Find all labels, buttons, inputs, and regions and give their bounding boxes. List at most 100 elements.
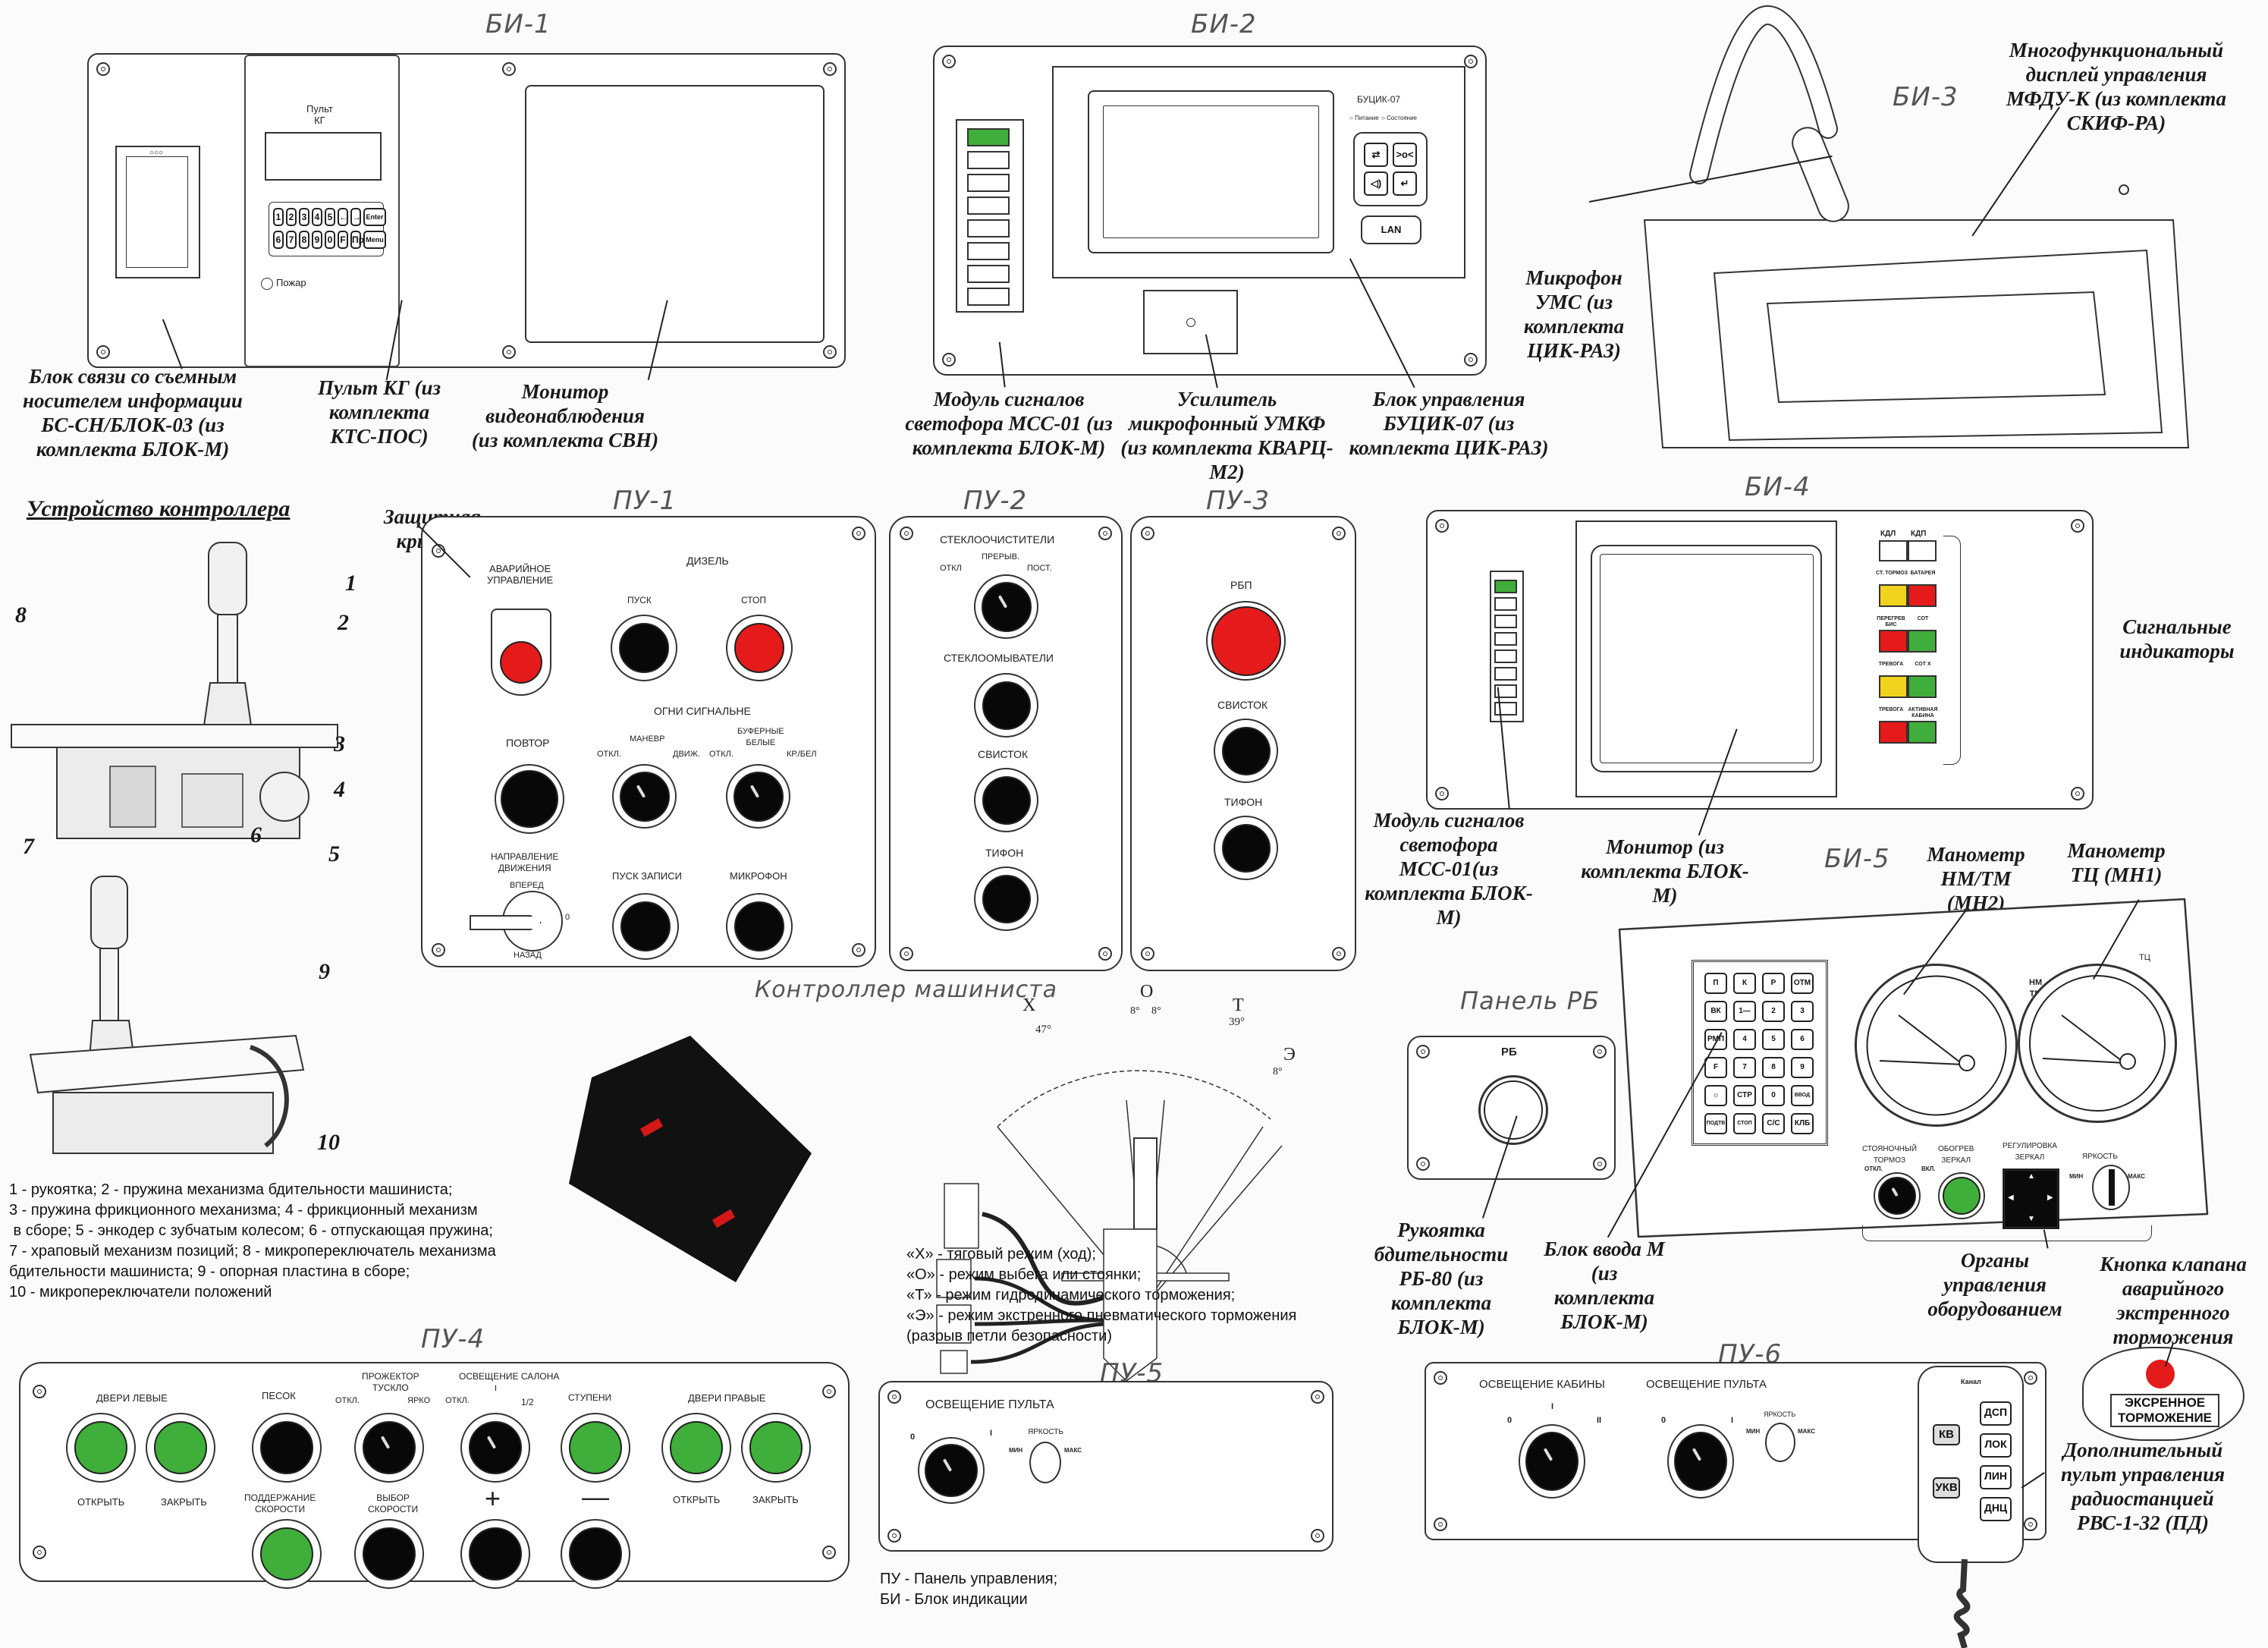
radio-channel-key[interactable]: ЛИН: [1980, 1465, 2012, 1489]
salon-light-switch[interactable]: [460, 1413, 530, 1483]
indicator-label: СТ. ТОРМОЗ: [1876, 571, 1908, 576]
parking-brake-switch[interactable]: [1874, 1172, 1921, 1219]
maneuver-switch[interactable]: [612, 764, 677, 829]
speed-keep-button[interactable]: [252, 1519, 322, 1589]
input-block-key[interactable]: 3: [1791, 1001, 1814, 1022]
keypad-key[interactable]: 5: [325, 208, 335, 226]
input-block-key[interactable]: СТОП: [1733, 1113, 1756, 1134]
input-block-key[interactable]: РМП: [1704, 1029, 1727, 1050]
record-start-button[interactable]: [612, 893, 679, 960]
input-block-key[interactable]: 7: [1733, 1057, 1756, 1078]
input-block-key[interactable]: 1—: [1733, 1001, 1756, 1022]
keypad-key[interactable]: ←: [338, 208, 348, 226]
diesel-start-button[interactable]: [611, 615, 677, 681]
input-block-key[interactable]: ОТМ: [1791, 973, 1814, 994]
keypad-key[interactable]: 6: [273, 231, 284, 249]
doors-right-open-button[interactable]: [661, 1413, 731, 1483]
console-light-switch[interactable]: [1667, 1424, 1734, 1499]
keypad-key[interactable]: →: [350, 208, 361, 226]
keypad-key[interactable]: Menu: [363, 231, 386, 249]
input-block-key[interactable]: 0: [1762, 1085, 1785, 1106]
keypad-key[interactable]: 9: [312, 231, 322, 249]
whistle-button[interactable]: [974, 768, 1038, 832]
washers-button[interactable]: [974, 673, 1038, 738]
rb-vigilance-handle[interactable]: [1478, 1075, 1548, 1145]
bi1-title: БИ-1: [485, 9, 551, 39]
diesel-stop-button[interactable]: [726, 615, 793, 681]
keypad-key[interactable]: 7: [286, 231, 297, 249]
doors-left-open-button[interactable]: [66, 1413, 136, 1483]
keypad-key[interactable]: 0: [325, 231, 335, 249]
emergency-brake-button[interactable]: [2146, 1360, 2175, 1389]
input-block-key[interactable]: П: [1704, 973, 1727, 994]
mirror-heat-button[interactable]: [1938, 1172, 1985, 1219]
callout-manometer-mn2: Манометр НМ/ТМ (МН2): [1927, 843, 2025, 914]
rbp-button[interactable]: [1206, 601, 1286, 681]
screw-icon: [1416, 1045, 1430, 1058]
input-block-key[interactable]: ПОДТВ: [1704, 1113, 1727, 1134]
horn-button[interactable]: [974, 866, 1038, 931]
keypad-key[interactable]: 3: [299, 208, 309, 226]
input-block-key[interactable]: 6: [1791, 1029, 1814, 1050]
repeat-button[interactable]: [495, 764, 564, 834]
input-block-key[interactable]: Р: [1762, 973, 1785, 994]
radio-band-key[interactable]: УКВ: [1933, 1477, 1960, 1499]
input-block-key[interactable]: F: [1704, 1057, 1727, 1078]
keypad-key[interactable]: Enter: [363, 208, 386, 226]
connect-icon[interactable]: >o<: [1393, 143, 1417, 167]
speed-minus-button[interactable]: [561, 1519, 630, 1589]
input-block-key[interactable]: 8: [1762, 1057, 1785, 1078]
input-block-key[interactable]: ☼: [1704, 1085, 1727, 1106]
cab-light-switch[interactable]: [1519, 1424, 1585, 1499]
keypad-key[interactable]: F: [338, 231, 348, 249]
input-block-key[interactable]: ВВОД: [1791, 1085, 1814, 1106]
input-block-key[interactable]: ВК: [1704, 1001, 1727, 1022]
input-block-key[interactable]: 4: [1733, 1029, 1756, 1050]
input-block-key[interactable]: 2: [1762, 1001, 1785, 1022]
keypad-key[interactable]: 8: [299, 231, 309, 249]
radio-channel-key[interactable]: ЛОК: [1980, 1433, 2012, 1458]
radio-band-key[interactable]: КВ: [1933, 1424, 1960, 1445]
signal-lamp: [1494, 649, 1517, 663]
wipers-switch[interactable]: [974, 574, 1038, 639]
input-block-key[interactable]: КЛБ: [1791, 1113, 1814, 1134]
speaker-icon[interactable]: ◁): [1364, 171, 1388, 196]
buffer-lights-switch[interactable]: [726, 764, 790, 829]
mirror-adjust-joystick[interactable]: ▲ ▼ ◀ ▶: [2003, 1168, 2059, 1229]
speed-plus-button[interactable]: [460, 1519, 530, 1589]
console-light-switch[interactable]: [918, 1437, 985, 1504]
direction-key-switch[interactable]: [470, 891, 563, 951]
brightness-knob[interactable]: [1765, 1423, 1795, 1462]
input-block-key[interactable]: К: [1733, 973, 1756, 994]
steps-button[interactable]: [561, 1413, 630, 1483]
emergency-control-button[interactable]: [491, 609, 551, 696]
horn-button[interactable]: [1214, 816, 1278, 880]
radio-channel-key[interactable]: ДНЦ: [1980, 1497, 2012, 1521]
speed-select-button[interactable]: [354, 1519, 424, 1589]
lan-port[interactable]: LAN: [1361, 215, 1421, 244]
keypad-key[interactable]: 4: [312, 208, 322, 226]
searchlight-switch[interactable]: [354, 1413, 424, 1483]
input-block-key[interactable]: 5: [1762, 1029, 1785, 1050]
card-reader-slot[interactable]: ○○○: [115, 146, 200, 278]
pult-kg-module: Пульт КГ Пожар 12345←→Enter67890FПробMen…: [244, 55, 400, 367]
keypad-key[interactable]: 1: [273, 208, 284, 226]
brightness-knob[interactable]: [2092, 1165, 2130, 1210]
input-block-key[interactable]: СТР: [1733, 1085, 1756, 1106]
cab-light-label: ОСВЕЩЕНИЕ КАБИНЫ: [1479, 1378, 1605, 1391]
keypad-key[interactable]: Проб: [350, 231, 375, 249]
signal-lamp: [967, 197, 1010, 215]
enter-icon[interactable]: ↵: [1393, 171, 1417, 196]
input-block-key[interactable]: 9: [1791, 1057, 1814, 1078]
whistle-button[interactable]: [1214, 719, 1278, 783]
switch-screen-icon[interactable]: ⇄: [1364, 143, 1388, 167]
keypad-key[interactable]: 2: [286, 208, 297, 226]
sand-button[interactable]: [252, 1413, 322, 1483]
input-block-key[interactable]: С/С: [1762, 1113, 1785, 1134]
microphone-button[interactable]: [726, 893, 793, 960]
radio-channel-key[interactable]: ДСП: [1980, 1401, 2012, 1426]
brightness-knob[interactable]: [1029, 1442, 1061, 1483]
doors-left-close-button[interactable]: [146, 1413, 215, 1483]
doors-right-close-button[interactable]: [741, 1413, 811, 1483]
